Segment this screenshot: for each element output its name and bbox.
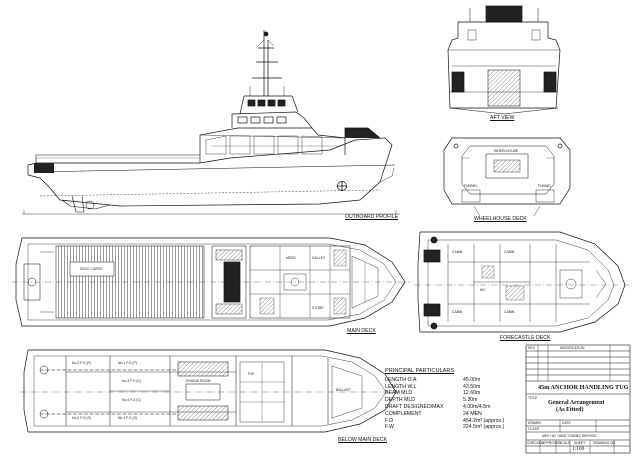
wheelhouse-deck-view	[443, 137, 571, 217]
room-label: WC	[480, 288, 486, 292]
scale-value: 1:100	[572, 446, 585, 452]
particulars-row: LENGTH W.L 43.50m	[385, 384, 525, 391]
particular-label: COMPLEMENT	[385, 410, 422, 417]
particular-label: DEPTH MLD	[385, 397, 415, 404]
particulars-row: LENGTH O.A 45.00m	[385, 377, 525, 384]
particular-label: LENGTH O.A	[385, 376, 417, 383]
drawn-label: DRAWN	[528, 421, 541, 425]
date-label: DATE	[562, 421, 571, 425]
below-main-deck-label: BELOW MAIN DECK	[338, 437, 388, 443]
class-label: CLASS	[528, 427, 540, 431]
room-label: CABIN	[504, 250, 515, 254]
room-label: CABIN	[452, 310, 463, 314]
tank-label: No.3 F.O (C)	[122, 379, 142, 383]
approved-label: APPROVED	[542, 441, 561, 445]
title-block-frame	[525, 344, 631, 454]
tank-label: No.2 F.O (P)	[72, 361, 91, 365]
particular-label: F.O	[385, 417, 394, 424]
particular-value: 224.5m³ (approx.)	[463, 424, 505, 431]
tank-label: No.1 F.O (S)	[118, 416, 137, 420]
particulars-row: DRAFT DESIGNED/MAX 4.00m/4.5m	[385, 404, 525, 411]
rev-label: REV	[528, 346, 535, 350]
particular-label: DRAFT DESIGNED/MAX	[385, 403, 444, 410]
tank-label: No.4 F.O (C)	[122, 398, 142, 402]
vessel-name: 45m ANCHOR HANDLING TUG	[538, 384, 629, 391]
particular-value: 4.00m/4.5m	[463, 403, 491, 410]
room-label: CABIN	[504, 310, 515, 314]
room-label: WHEELHOUSE	[494, 149, 519, 153]
drawing-no-label: DRAWING NO.	[593, 441, 617, 445]
particular-value: 5.30m	[463, 397, 478, 404]
room-label: CABIN	[452, 250, 463, 254]
particular-label: BEAM MLD	[385, 390, 413, 397]
aft-view	[447, 5, 561, 115]
room-label: GALLEY	[312, 256, 326, 260]
particular-value: 454.2m³ (approx.)	[463, 417, 505, 424]
outboard-profile-label: OUTBOARD PROFILE	[345, 214, 399, 220]
below-main-deck-view	[20, 349, 400, 433]
particular-label: LENGTH W.L	[385, 383, 417, 390]
main-deck-view	[12, 237, 410, 327]
room-label: MESS	[286, 256, 296, 260]
modification-label: MODIFICATION	[560, 346, 585, 350]
particulars-heading: PRINCIPAL PARTICULARS	[385, 368, 455, 374]
forecastle-deck-label: FORECASTLE DECK	[500, 335, 551, 341]
tank-label: BALLAST	[336, 388, 351, 392]
drawing-subtitle: (As Fitted)	[556, 407, 584, 413]
drawing-title: General Arrangement	[548, 400, 605, 406]
scale-label: SCALE	[559, 441, 571, 445]
wheelhouse-deck-label: WHEELHOUSE DECK	[474, 216, 527, 222]
particular-value: 43.50m	[463, 383, 481, 390]
room-label: STORE	[312, 306, 324, 310]
sheet-label: SHEET	[574, 441, 586, 445]
particular-value: 12.60m	[463, 390, 481, 397]
particulars-row: BEAM MLD 12.60m	[385, 390, 525, 397]
forecastle-deck-view	[414, 231, 630, 333]
tank-label: ENGINE ROOM	[186, 379, 211, 383]
outboard-profile-view	[22, 30, 400, 215]
main-deck-label: MAIN DECK	[347, 328, 376, 334]
particulars-row: COMPLEMENT 24 MEN	[385, 411, 525, 418]
particulars-row: F.O 454.2m³ (approx.)	[385, 418, 525, 425]
room-label: DECK CARGO	[80, 267, 103, 271]
particular-value: 24 MEN	[463, 410, 482, 417]
room-label: FUNNEL	[538, 184, 552, 188]
room-label: FUNNEL	[464, 184, 478, 188]
tank-label: No.2 F.O (S)	[72, 416, 91, 420]
particulars-row: F.W 224.5m³ (approx.)	[385, 424, 525, 431]
particular-value: 45.00m	[463, 376, 481, 383]
particular-label: F.W	[385, 424, 394, 431]
checked-label: CHECKED	[527, 441, 544, 445]
title-label: TITLE	[528, 396, 538, 400]
particulars-row: DEPTH MLD 5.30m	[385, 397, 525, 404]
tank-label: No.1 F.O (P)	[118, 361, 137, 365]
tank-label: F.W	[248, 372, 254, 376]
class-text: ABS +A1 +AMS TOWING SERVICE	[542, 434, 597, 438]
aft-view-label: AFT VIEW	[490, 115, 515, 121]
